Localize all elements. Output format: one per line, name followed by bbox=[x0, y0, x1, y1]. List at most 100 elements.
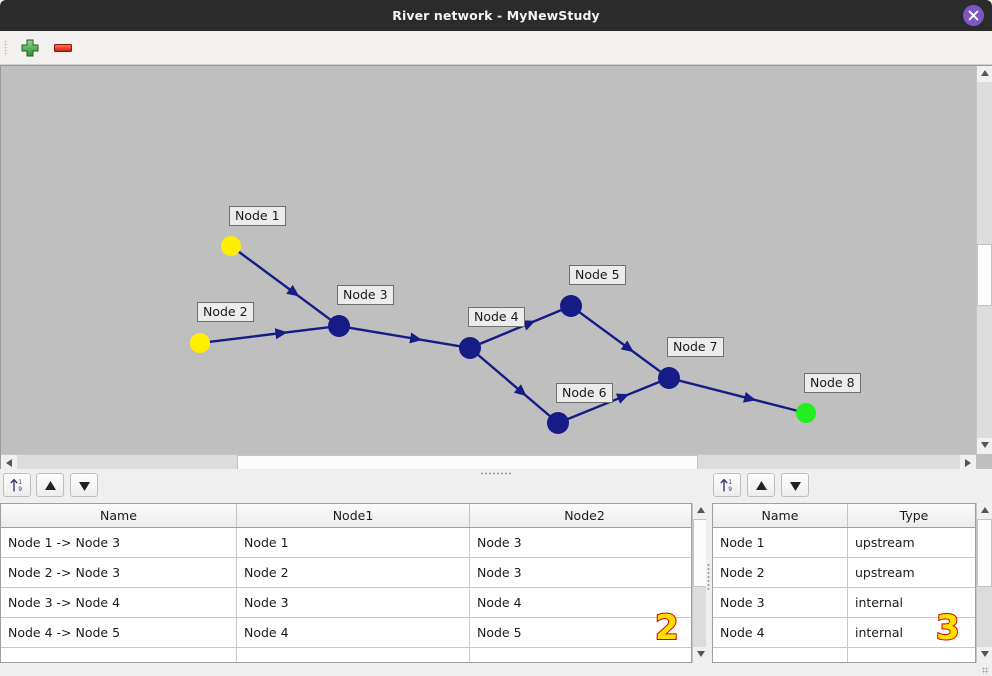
node-cell[interactable] bbox=[848, 648, 976, 663]
scroll-up-icon[interactable] bbox=[977, 66, 992, 82]
node-move-up-icon[interactable] bbox=[747, 473, 775, 497]
splitter-grip bbox=[480, 472, 512, 475]
graph-node[interactable] bbox=[190, 333, 210, 353]
reach-move-up-icon[interactable] bbox=[36, 473, 64, 497]
graph-node[interactable] bbox=[658, 367, 680, 389]
node-column-header[interactable]: Name bbox=[713, 504, 848, 528]
graph-edge[interactable] bbox=[578, 310, 662, 374]
table-row[interactable] bbox=[1, 647, 692, 663]
node-cell[interactable]: internal bbox=[847, 617, 975, 648]
table-row[interactable] bbox=[713, 647, 976, 663]
reach-column-header[interactable]: Node1 bbox=[236, 504, 470, 528]
add-node-icon[interactable] bbox=[17, 35, 43, 61]
horizontal-splitter[interactable] bbox=[0, 469, 992, 477]
graph-node-label: Node 3 bbox=[337, 285, 394, 305]
node-column-header[interactable]: Type bbox=[847, 504, 975, 528]
graph-vertical-scrollbar[interactable] bbox=[976, 66, 992, 454]
node-cell[interactable]: Node 3 bbox=[713, 587, 848, 618]
main-toolbar bbox=[0, 31, 992, 65]
reach-sort-icon[interactable]: 1 9 bbox=[3, 473, 31, 497]
node-cell[interactable]: Node 2 bbox=[713, 557, 848, 588]
graph-edge-arrow bbox=[274, 328, 288, 340]
reach-cell[interactable]: Node 5 bbox=[469, 617, 691, 648]
graph-edge-arrow bbox=[513, 384, 527, 397]
reach-cell[interactable]: Node 4 bbox=[469, 587, 691, 618]
node-cell[interactable]: Node 4 bbox=[713, 617, 848, 648]
graph-horizontal-scrollbar[interactable] bbox=[1, 454, 976, 471]
delete-node-icon[interactable] bbox=[50, 35, 76, 61]
graph-vscroll-thumb[interactable] bbox=[977, 244, 992, 306]
svg-text:9: 9 bbox=[728, 486, 732, 493]
graph-node[interactable] bbox=[796, 403, 816, 423]
reach-cell[interactable] bbox=[470, 648, 692, 663]
graph-edge[interactable] bbox=[678, 379, 798, 412]
node-cell[interactable]: internal bbox=[847, 587, 975, 618]
reach-cell[interactable]: Node 1 -> Node 3 bbox=[1, 527, 237, 558]
reach-cell[interactable] bbox=[236, 647, 470, 662]
reach-table-vertical-scrollbar[interactable] bbox=[692, 503, 709, 663]
reach-column-header[interactable]: Node2 bbox=[469, 504, 691, 528]
reach-cell[interactable]: Node 1 bbox=[236, 527, 470, 558]
node-cell[interactable]: Node 1 bbox=[713, 527, 848, 558]
close-icon[interactable] bbox=[963, 5, 984, 26]
node-cell[interactable]: upstream bbox=[847, 527, 975, 558]
graph-edge-arrow bbox=[522, 320, 536, 331]
node-move-down-icon[interactable] bbox=[781, 473, 809, 497]
reach-cell[interactable]: Node 2 -> Node 3 bbox=[1, 557, 237, 588]
graph-hscroll-thumb[interactable] bbox=[237, 455, 698, 470]
reach-cell[interactable]: Node 4 -> Node 5 bbox=[1, 617, 237, 648]
node-sort-icon[interactable]: 1 9 bbox=[713, 473, 741, 497]
graph-edge[interactable] bbox=[476, 353, 552, 418]
scroll-down-icon[interactable] bbox=[977, 438, 992, 454]
node-scroll-down-icon[interactable] bbox=[977, 647, 992, 663]
reach-move-down-icon[interactable] bbox=[70, 473, 98, 497]
graph-node[interactable] bbox=[221, 236, 241, 256]
node-cell[interactable]: upstream bbox=[847, 557, 975, 588]
reach-cell[interactable]: Node 3 bbox=[469, 527, 691, 558]
vertical-splitter[interactable] bbox=[706, 503, 712, 663]
node-scroll-up-icon[interactable] bbox=[977, 503, 992, 519]
reach-cell[interactable]: Node 4 bbox=[236, 617, 470, 648]
scroll-right-icon[interactable] bbox=[960, 455, 976, 471]
graph-edge[interactable] bbox=[348, 326, 461, 348]
graph-node[interactable] bbox=[459, 337, 481, 359]
reach-cell[interactable]: Node 2 bbox=[236, 557, 470, 588]
toolbar-grip[interactable] bbox=[4, 40, 8, 56]
node-cell[interactable] bbox=[713, 647, 848, 662]
graph-node[interactable] bbox=[328, 315, 350, 337]
graph-edge[interactable] bbox=[208, 326, 330, 344]
reach-column-header[interactable]: Name bbox=[1, 504, 237, 528]
graph-node[interactable] bbox=[547, 412, 569, 434]
reach-table-toolbar: 1 9 bbox=[0, 473, 706, 499]
resize-grip[interactable] bbox=[982, 667, 989, 674]
vsplitter-grip bbox=[707, 563, 710, 591]
reach-scroll-up-icon[interactable] bbox=[693, 503, 709, 519]
network-graph-canvas[interactable] bbox=[1, 66, 976, 454]
reach-cell[interactable]: Node 3 bbox=[236, 587, 470, 618]
svg-text:9: 9 bbox=[18, 486, 22, 493]
reach-cell[interactable] bbox=[1, 647, 237, 662]
node-table-vertical-scrollbar[interactable] bbox=[976, 503, 992, 663]
scroll-left-icon[interactable] bbox=[1, 455, 17, 471]
node-vscroll-thumb[interactable] bbox=[977, 519, 992, 587]
graph-edge[interactable] bbox=[566, 380, 661, 421]
graph-node[interactable] bbox=[560, 295, 582, 317]
reach-scroll-down-icon[interactable] bbox=[693, 647, 709, 663]
graph-edge[interactable] bbox=[237, 250, 332, 322]
reach-cell[interactable]: Node 3 -> Node 4 bbox=[1, 587, 237, 618]
graph-edge[interactable] bbox=[478, 308, 563, 346]
reach-cell[interactable]: Node 3 bbox=[469, 557, 691, 588]
